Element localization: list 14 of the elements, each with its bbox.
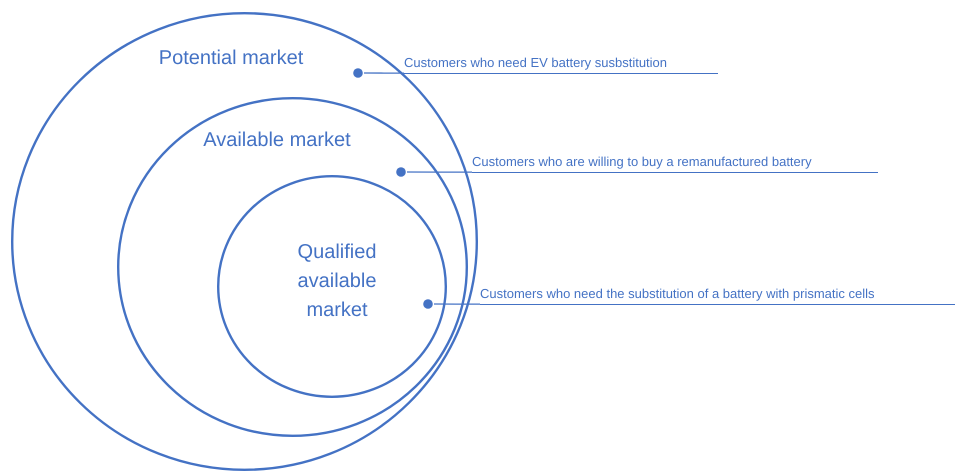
leader-line: [434, 303, 480, 305]
leader-dot: [422, 298, 434, 310]
market-circle: [117, 97, 468, 437]
callout-text: Customers who are willing to buy a remanufactured battery: [472, 154, 878, 173]
leader-dot: [395, 166, 407, 178]
market-circle: [217, 175, 447, 398]
leader-dot: [352, 67, 364, 79]
circle-label: Qualified available market: [296, 240, 378, 323]
callout-text: Customers who need the substitution of a battery with prismatic cells: [480, 286, 955, 305]
circle-label: Potential market: [158, 46, 304, 71]
callout-text: Customers who need EV battery susbstitution: [404, 54, 718, 74]
leader-line: [364, 72, 404, 74]
leader-line: [407, 171, 472, 173]
circle-label: Available market: [202, 128, 352, 153]
